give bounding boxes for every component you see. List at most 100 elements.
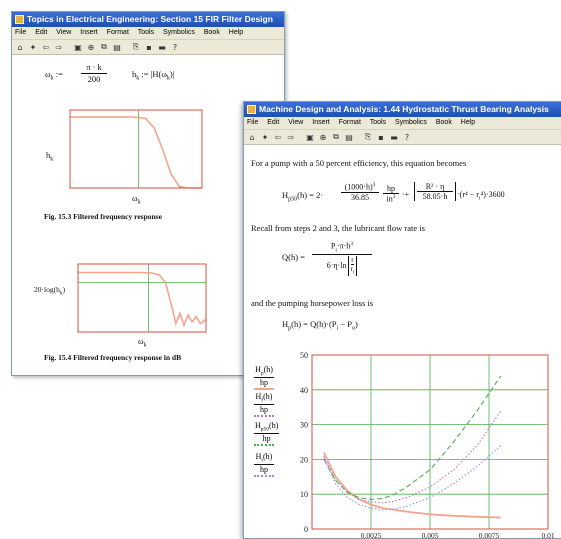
hp50-symbol: H	[282, 190, 289, 200]
search-book-icon[interactable]: ⊕	[319, 132, 327, 142]
omega-subscript: k	[50, 75, 54, 82]
menu-book[interactable]: Book	[435, 119, 452, 126]
hp50-sub: p50	[288, 196, 298, 203]
save-icon[interactable]: ▪	[146, 42, 152, 52]
plot2-ylabel-text: 20·log(h	[34, 285, 60, 294]
history-icon[interactable]: ▤	[113, 42, 121, 52]
hp50-arg: (h) = 2·	[297, 190, 324, 200]
y-tick-label: 50	[300, 351, 308, 360]
plot1-ylabel-sub: k	[50, 156, 54, 163]
thrust-bearing-menubar: File Edit View Insert Format Tools Symbo…	[244, 117, 561, 130]
menu-symbolics[interactable]: Symbolics	[395, 119, 427, 126]
legend-numerator: Hp50(h)	[254, 421, 280, 434]
menu-help[interactable]: Help	[460, 119, 476, 126]
menu-symbolics[interactable]: Symbolics	[163, 29, 195, 36]
help-icon[interactable]: ?	[172, 42, 178, 52]
thrust-bearing-window: Machine Design and Analysis: 1.44 Hydros…	[243, 101, 561, 539]
hp-sub: p	[288, 325, 292, 332]
omega-numerator: π · k	[81, 62, 107, 74]
mathcad-app-icon	[15, 15, 24, 24]
legend-entry: Hf(h)hp	[254, 392, 274, 417]
plot1-xlabel: ωk	[132, 193, 141, 206]
menu-edit[interactable]: Edit	[35, 29, 48, 36]
hp-rest: (h) = Q(h)·(P	[291, 319, 337, 329]
hp50-frac1-den: 36.85	[351, 192, 369, 202]
toolbar-separator	[125, 42, 128, 52]
legend-swatch	[254, 387, 274, 390]
fir-filter-worksheet: ωk := π · k 200 hk := |H(ωk)| hk ωk Fig.…	[12, 56, 284, 375]
toolbar-separator	[67, 42, 70, 52]
hp50-unit-num: hp	[383, 184, 399, 194]
bookmark-icon[interactable]: ✦	[261, 132, 269, 142]
h-rhs-subscript: k	[166, 75, 170, 82]
q-num-p: P	[330, 241, 336, 251]
copy-icon[interactable]: ⧉	[101, 42, 107, 51]
legend-swatch	[254, 443, 274, 446]
menu-file[interactable]: File	[15, 29, 27, 36]
home-icon[interactable]: ⌂	[249, 132, 255, 142]
plot2-xlabel-sub: k	[143, 342, 147, 349]
legend-denominator: hp	[260, 404, 268, 414]
print-icon[interactable]: ▬	[158, 42, 166, 52]
menu-view[interactable]: View	[288, 119, 304, 126]
paste-icon[interactable]: ⎘	[132, 42, 140, 51]
hp-sub2: i	[336, 325, 339, 332]
response-curve	[70, 116, 202, 189]
bookmark-icon[interactable]: ✦	[29, 42, 37, 52]
menu-help[interactable]: Help	[228, 29, 244, 36]
menu-edit[interactable]: Edit	[267, 119, 280, 126]
forward-arrow-icon[interactable]: ⇨	[55, 42, 63, 52]
hp50-tail-sub: i	[478, 195, 481, 202]
q-num-sup: 3	[350, 241, 354, 247]
q-den-ratio-sub: i	[352, 270, 355, 276]
q-den-ratio-num: r	[350, 256, 355, 266]
legend-denominator: hp	[260, 464, 268, 474]
thrust-bearing-window-titlebar[interactable]: Machine Design and Analysis: 1.44 Hydros…	[244, 102, 561, 117]
toolbar-separator	[299, 132, 302, 142]
history-icon[interactable]: ▤	[345, 132, 353, 142]
mathcad-app-icon	[247, 105, 256, 114]
back-arrow-icon[interactable]: ⇦	[42, 42, 50, 52]
fir-filter-window-title: Topics in Electrical Engineering: Sectio…	[27, 14, 273, 24]
x-tick-label: 0.0075	[479, 531, 500, 539]
q-den-ratio-den: r	[350, 265, 353, 274]
hp50-frac2-num: R² · η	[417, 182, 453, 192]
fir-filter-window-titlebar[interactable]: Topics in Electrical Engineering: Sectio…	[12, 12, 284, 27]
hp50-frac1: (1000·h)3 36.85	[341, 182, 379, 202]
omega-fraction: π · k 200	[81, 62, 107, 84]
x-tick-label: 0.005	[422, 531, 439, 539]
y-tick-label: 20	[300, 455, 308, 464]
menu-file[interactable]: File	[247, 119, 259, 126]
home-icon[interactable]: ⌂	[17, 42, 23, 52]
omega-definition: ωk :=	[45, 69, 63, 82]
menu-insert[interactable]: Insert	[312, 119, 330, 126]
h-definition: hk := |H(ωk)|	[132, 69, 175, 82]
print-icon[interactable]: ▬	[390, 132, 398, 142]
plus-sign: ·+	[402, 190, 410, 199]
plot2-xlabel: ωk	[138, 336, 147, 349]
flow-rate-text: Recall from steps 2 and 3, the lubricant…	[251, 223, 425, 233]
menu-format[interactable]: Format	[338, 119, 361, 126]
save-icon[interactable]: ▪	[378, 132, 384, 142]
search-book-icon[interactable]: ⊕	[87, 42, 95, 52]
help-icon[interactable]: ?	[404, 132, 410, 142]
menu-view[interactable]: View	[56, 29, 72, 36]
menu-book[interactable]: Book	[203, 29, 220, 36]
figure-15-4-caption: Fig. 15.4 Filtered frequency response in…	[44, 353, 182, 362]
menu-format[interactable]: Format	[106, 29, 129, 36]
menu-tools[interactable]: Tools	[137, 29, 155, 36]
fir-filter-menubar: File Edit View Insert Format Tools Symbo…	[12, 27, 284, 40]
horsepower-series-2	[323, 375, 502, 500]
paste-icon[interactable]: ⎘	[364, 132, 372, 141]
q-lhs: Q(h) =	[282, 252, 305, 262]
forward-arrow-icon[interactable]: ⇨	[287, 132, 295, 142]
menu-tools[interactable]: Tools	[369, 119, 387, 126]
h-symbol: h	[132, 69, 137, 79]
menu-insert[interactable]: Insert	[80, 29, 98, 36]
back-arrow-icon[interactable]: ⇦	[274, 132, 282, 142]
hp50-unit-den: in	[386, 194, 393, 204]
y-tick-label: 10	[300, 490, 308, 499]
contents-icon[interactable]: ▣	[74, 42, 82, 52]
contents-icon[interactable]: ▣	[306, 132, 314, 142]
copy-icon[interactable]: ⧉	[333, 132, 339, 141]
